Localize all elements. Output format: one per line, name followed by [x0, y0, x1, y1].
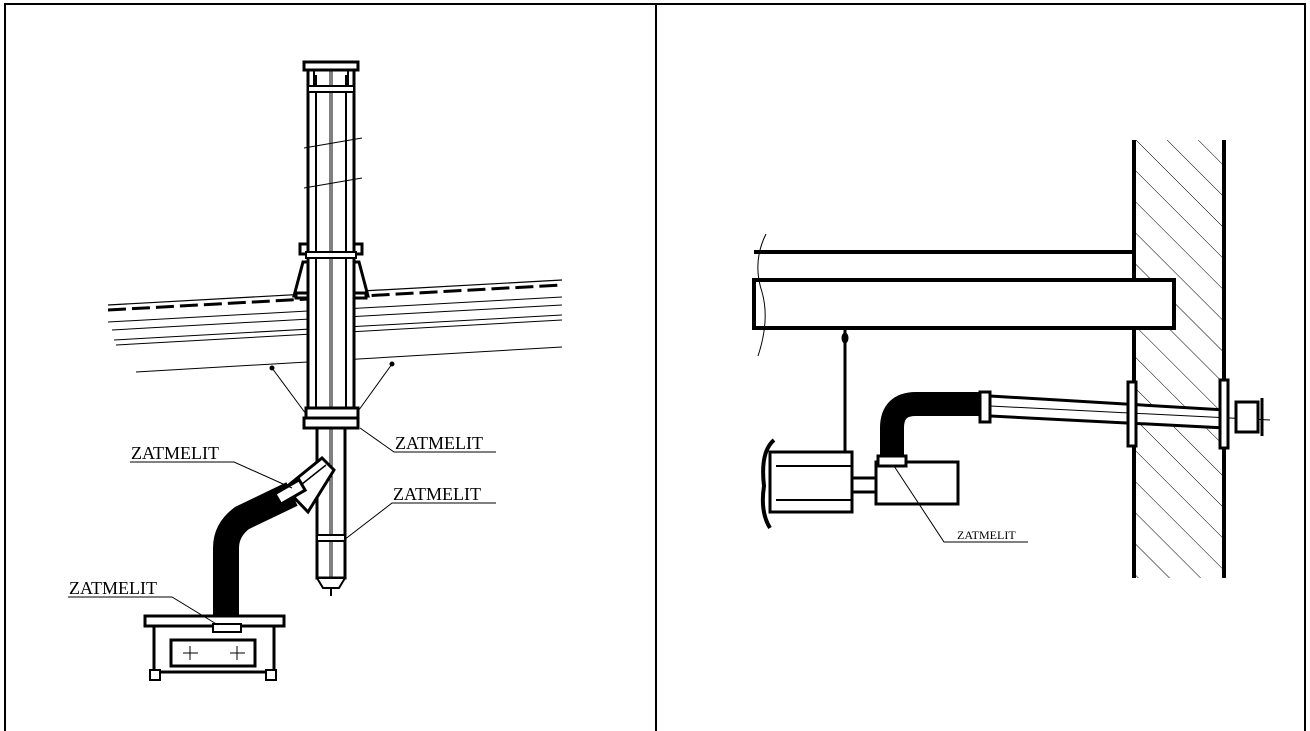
zatmelit-label-right: ZATMELIT [957, 528, 1016, 542]
left-leaders [68, 427, 496, 626]
left-panel-roof-installation: ZATMELIT ZATMELIT ZATMELIT ZATMELIT [68, 60, 563, 681]
zatmelit-label-lower-left: ZATMELIT [69, 578, 157, 598]
flexible-elbow [876, 390, 992, 468]
boiler-unit [760, 438, 960, 530]
zatmelit-label-upper-left: ZATMELIT [131, 443, 219, 463]
wall-section [1132, 140, 1226, 578]
ceiling-hangers [269, 361, 395, 415]
right-panel-wall-installation: ZATMELIT [752, 140, 1271, 578]
appliance-unit [143, 614, 286, 681]
zatmelit-label-pipe: ZATMELIT [393, 484, 481, 504]
right-leader [893, 465, 1028, 543]
lower-pipe [315, 426, 347, 596]
zatmelit-label-collar: ZATMELIT [395, 433, 483, 453]
hanger-rod [841, 328, 849, 452]
flexible-duct [213, 477, 308, 622]
vertical-chimney-pipe [302, 60, 363, 430]
horizontal-flue [988, 378, 1271, 450]
ceiling-beam [752, 233, 1176, 357]
